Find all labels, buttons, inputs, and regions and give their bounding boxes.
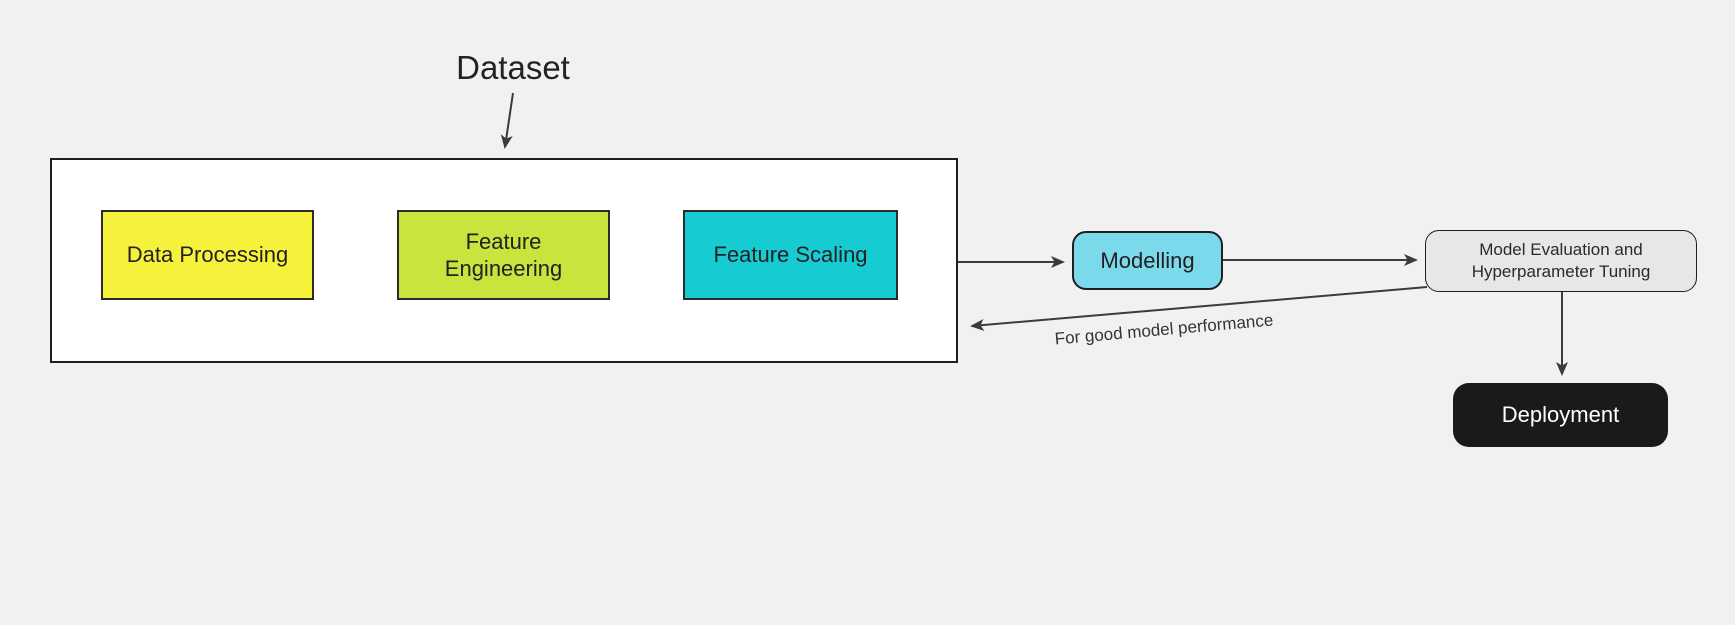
node-data-processing[interactable]: Data Processing [101,210,314,300]
dataset-arrow [500,92,514,149]
node-modelling[interactable]: Modelling [1072,231,1223,290]
node-model-evaluation[interactable]: Model Evaluation and Hyperparameter Tuni… [1425,230,1697,292]
node-feature-engineering[interactable]: Feature Engineering [397,210,610,300]
feedback-edge-label: For good model performance [1053,310,1274,349]
node-deployment[interactable]: Deployment [1453,383,1668,447]
node-feature-scaling[interactable]: Feature Scaling [683,210,898,300]
dataset-label: Dataset [456,49,570,86]
